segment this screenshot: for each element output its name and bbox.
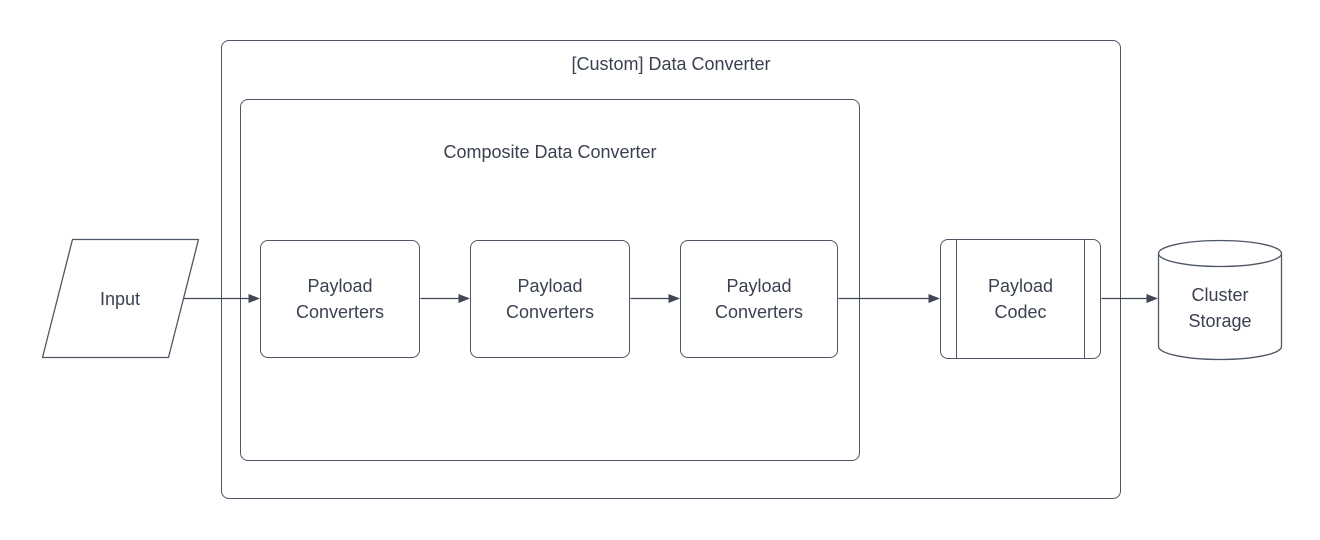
node-payload-codec: Payload Codec xyxy=(940,239,1101,359)
input-parallelogram-shape xyxy=(41,238,200,359)
node-payload-codec-label-line1: Payload xyxy=(987,276,1054,296)
group-title-composite-data-converter: Composite Data Converter xyxy=(443,142,657,162)
node-payload-converters-3-label-line2: Converters xyxy=(714,302,804,322)
node-input-label: Input xyxy=(99,288,141,309)
predefined-process-left-bar xyxy=(956,240,957,358)
node-payload-codec-label-line2: Codec xyxy=(994,302,1047,322)
node-payload-converters-1-label-line2: Converters xyxy=(295,302,385,322)
node-payload-converters-3: Payload Converters xyxy=(680,240,838,358)
node-cluster-storage-label-line2: Storage xyxy=(1188,311,1252,331)
node-payload-converters-3-label-line1: Payload xyxy=(726,276,792,296)
node-payload-converters-1: Payload Converters xyxy=(260,240,420,358)
node-payload-converters-2-label-line1: Payload xyxy=(517,276,583,296)
group-composite-data-converter: Composite Data Converter xyxy=(240,99,860,461)
group-title-custom-data-converter: [Custom] Data Converter xyxy=(571,54,771,74)
node-cluster-storage: Cluster Storage xyxy=(1158,256,1282,360)
node-payload-converters-2: Payload Converters xyxy=(470,240,630,358)
node-input: Input xyxy=(42,239,198,358)
arrowhead-icon xyxy=(1146,294,1158,303)
node-payload-converters-1-label-line1: Payload xyxy=(307,276,373,296)
predefined-process-right-bar xyxy=(1084,240,1085,358)
node-cluster-storage-label-line1: Cluster xyxy=(1191,285,1249,305)
node-payload-converters-2-label-line2: Converters xyxy=(505,302,595,322)
group-custom-data-converter: [Custom] Data Converter xyxy=(221,40,1121,499)
cluster-storage-cylinder-shape xyxy=(1157,239,1283,361)
